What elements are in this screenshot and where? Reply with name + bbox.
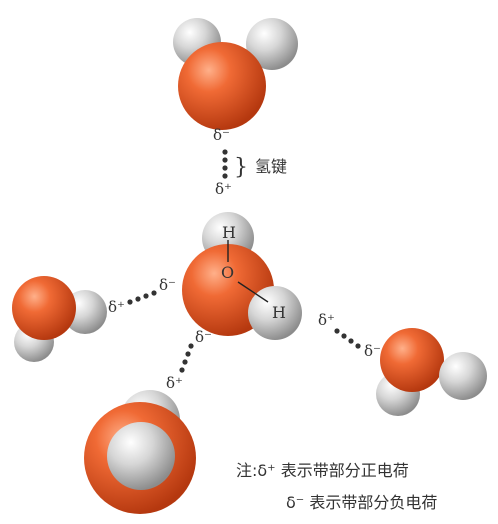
hydrogen-bond-dots-vertical [222,149,228,179]
hydrogen-atom [439,352,487,400]
water-molecule-top [173,18,298,130]
hydrogen-bond-dots-right [334,328,361,349]
hydrogen-bond-dots-left [127,290,157,305]
oxygen-atom [178,42,266,130]
delta-minus-label: δ⁻ [364,342,381,360]
delta-plus-label: δ⁺ [108,298,125,316]
delta-plus-label: δ⁺ [215,180,232,198]
atom-h-label: H [272,303,286,322]
hydrogen-atom [248,286,302,340]
note-line-positive: 注:δ⁺ 表示带部分正电荷 [236,461,409,480]
delta-minus-label: δ⁻ [195,328,212,346]
hydrogen-bond-label: 氢键 [255,157,287,176]
oxygen-atom [380,328,444,392]
water-molecule-left [12,276,107,362]
water-molecule-right [376,328,487,416]
atom-o-label: O [221,263,234,282]
hydrogen-atom [107,422,175,490]
water-molecule-center [182,212,302,340]
hydrogen-atom [246,18,298,70]
delta-minus-label: δ⁻ [159,276,176,294]
delta-plus-label: δ⁺ [318,311,335,329]
brace: } [234,155,248,180]
bond-o-h-diagonal [237,281,269,303]
delta-plus-label: δ⁺ [166,374,183,392]
oxygen-atom [12,276,76,340]
note-line-negative: δ⁻ 表示带部分负电荷 [286,493,437,512]
delta-minus-label: δ⁻ [213,126,230,144]
hydrogen-bond-dots-bottom [179,343,194,373]
atom-h-label: H [222,223,236,242]
water-molecule-bottom [84,390,196,514]
